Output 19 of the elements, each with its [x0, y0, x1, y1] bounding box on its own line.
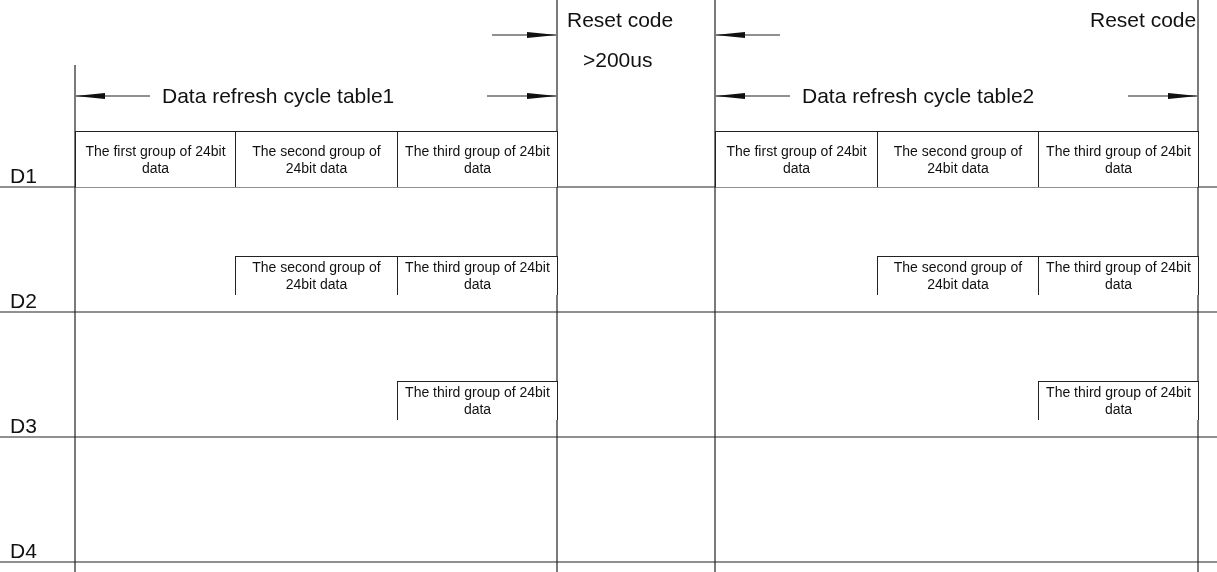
- data-block: The first group of 24bit data: [75, 131, 236, 187]
- data-block: The first group of 24bit data: [715, 131, 878, 187]
- data-block: The third group of 24bit data: [397, 256, 558, 295]
- signal-label: Reset code: [567, 8, 674, 32]
- signal-label: Reset code: [1090, 8, 1197, 32]
- data-block: The second group of 24bit data: [877, 131, 1039, 187]
- data-block: The third group of 24bit data: [1038, 381, 1199, 420]
- data-block: The second group of 24bit data: [877, 256, 1039, 295]
- channel-label: D1: [10, 164, 37, 188]
- data-block: The second group of 24bit data: [235, 131, 398, 187]
- data-block: The second group of 24bit data: [235, 256, 398, 295]
- channel-label: D4: [10, 539, 37, 563]
- data-block: The third group of 24bit data: [397, 381, 558, 420]
- data-block: The third group of 24bit data: [397, 131, 558, 187]
- data-block: The third group of 24bit data: [1038, 256, 1199, 295]
- channel-label: D2: [10, 289, 37, 313]
- channel-label: D3: [10, 414, 37, 438]
- data-block: The third group of 24bit data: [1038, 131, 1199, 187]
- timing-label: >200us: [583, 48, 653, 72]
